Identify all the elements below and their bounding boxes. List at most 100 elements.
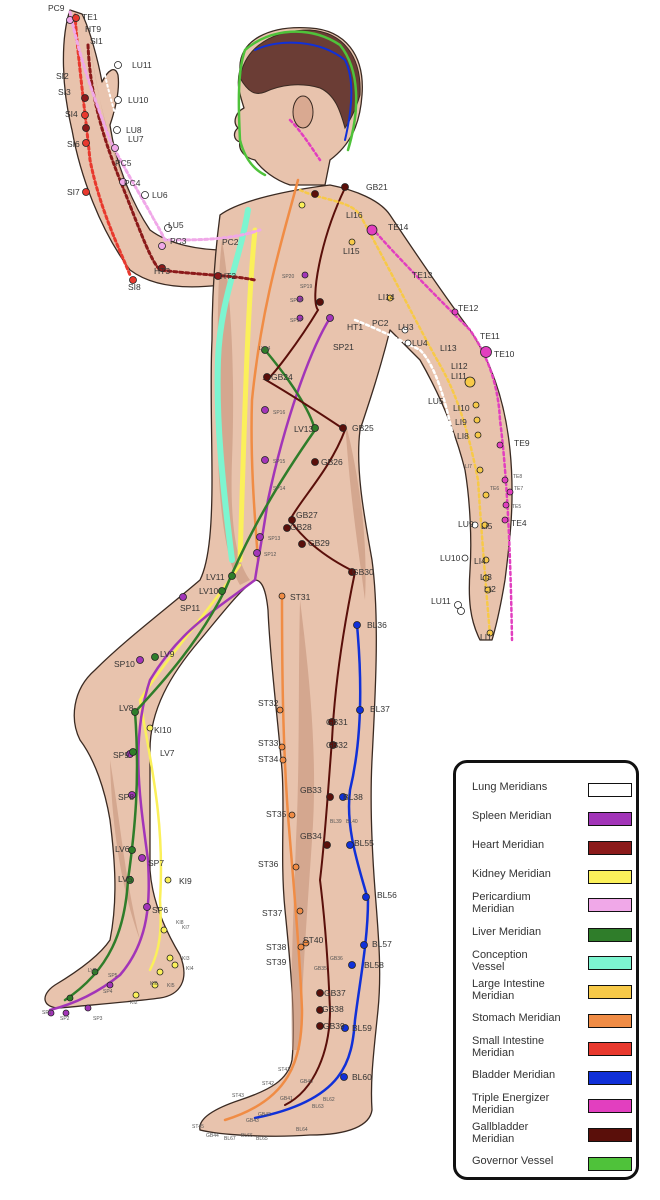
label-lv6: LV6: [115, 844, 130, 854]
label-sp6: SP6: [152, 905, 168, 915]
label-lu11b: LU11: [431, 596, 451, 606]
label-gb31: GB31: [326, 717, 348, 727]
label-gb32: GB32: [326, 740, 348, 750]
label-si4: SI4: [65, 109, 78, 119]
label-st32: ST32: [258, 698, 279, 708]
stomach-line-leg: [223, 593, 304, 1122]
label-bl62: BL62: [323, 1097, 335, 1103]
label-li11: LI11: [451, 371, 467, 381]
label-si2: SI2: [56, 71, 69, 81]
lung-arm-line: [353, 318, 462, 602]
label-si1: SI1: [90, 36, 103, 46]
label-sp13: SP13: [268, 536, 280, 542]
label-sp5: SP5: [108, 973, 118, 979]
label-lu11: LU11: [132, 60, 152, 70]
label-st31: ST31: [290, 592, 311, 602]
label-li2: LI2: [484, 584, 496, 594]
legend-label: Liver Meridian: [472, 926, 542, 938]
label-gb37: GB37: [324, 988, 346, 998]
label-gb33: GB33: [300, 785, 322, 795]
raised-arm: [62, 9, 226, 288]
label-pc9: PC9: [48, 3, 65, 13]
label-sp14: SP14: [273, 486, 285, 492]
label-te11: TE11: [480, 331, 500, 341]
label-li9: LI9: [455, 417, 467, 427]
label-lv3: LV3: [88, 968, 97, 974]
legend-label: Pericardium Meridian: [472, 891, 531, 915]
legend-label: Heart Meridian: [472, 839, 545, 851]
label-bl63: BL63: [312, 1104, 324, 1110]
label-si6: SI6: [67, 139, 80, 149]
point-labels: PC9 TE1 HT9 SI1 SI2 SI3 SI4 SI6 SI7 SI8 …: [42, 3, 530, 1142]
label-pc2b: PC2: [372, 318, 389, 328]
label-lv8: LV8: [119, 703, 134, 713]
label-st33: ST33: [258, 738, 279, 748]
label-li7: LI7: [465, 464, 472, 470]
label-st34: ST34: [258, 754, 279, 764]
label-te8: TE8: [513, 474, 522, 480]
legend-swatch: [588, 1128, 632, 1142]
label-li15: LI15: [343, 246, 360, 256]
label-bl65: BL65: [256, 1136, 268, 1142]
label-lu10: LU10: [128, 95, 149, 105]
label-lu8: LU8: [126, 125, 142, 135]
label-st37: ST37: [262, 908, 283, 918]
label-lu5b: LU5: [428, 396, 444, 406]
label-gb38: GB38: [322, 1004, 344, 1014]
label-gb39: GB39: [323, 1021, 345, 1031]
label-li10: LI10: [453, 403, 470, 413]
label-pc2: PC2: [222, 237, 239, 247]
label-sp8: SP8: [118, 792, 134, 802]
label-sp21: SP21: [333, 342, 354, 352]
label-st43: ST43: [232, 1093, 244, 1099]
large-intestine-line: [298, 188, 492, 637]
label-st35: ST35: [266, 809, 287, 819]
legend-label: Kidney Meridian: [472, 868, 551, 880]
label-pc4: PC4: [124, 178, 141, 188]
label-sp16: SP16: [273, 410, 285, 416]
label-si3: SI3: [58, 87, 71, 97]
label-sp19: SP19: [300, 284, 312, 290]
label-ht3: HT3: [154, 266, 170, 276]
label-sp11: SP11: [180, 603, 200, 613]
label-bl59: BL59: [352, 1023, 372, 1033]
label-gb25: GB25: [352, 423, 374, 433]
label-sp15: SP15: [273, 459, 285, 465]
label-gb27: GB27: [296, 510, 318, 520]
label-lu6: LU6: [152, 190, 168, 200]
label-lu7: LU7: [128, 134, 144, 144]
ear: [292, 95, 314, 129]
label-gb43: GB43: [246, 1118, 259, 1124]
label-lu4: LU4: [412, 338, 428, 348]
label-lu10b: LU10: [440, 553, 461, 563]
label-st41: ST41: [278, 1067, 290, 1073]
spleen-line-leg: [48, 578, 257, 1012]
conception-vessel-line: [214, 207, 251, 563]
label-lu5: LU5: [168, 220, 184, 230]
label-te1: TE1: [82, 12, 98, 22]
legend-swatch: [588, 783, 632, 797]
label-lv9: LV9: [160, 649, 175, 659]
legend-label: Small Intestine Meridian: [472, 1035, 545, 1059]
label-te5: TE5: [512, 504, 521, 510]
label-st42: ST42: [262, 1081, 274, 1087]
pericardium-line: [68, 10, 262, 242]
label-gb28: GB28: [290, 522, 312, 532]
label-gb21: GB21: [366, 182, 388, 192]
label-bl40: BL40: [346, 819, 358, 825]
label-sp1: SP1: [42, 1010, 52, 1016]
meridian-legend: Lung Meridians Spleen Meridian Heart Mer…: [453, 760, 639, 1180]
legend-swatch: [588, 1071, 632, 1085]
label-gb26: GB26: [321, 457, 343, 467]
label-li8: LI8: [457, 431, 469, 441]
label-ki8: KI8: [176, 920, 184, 926]
label-te13: TE13: [412, 270, 433, 280]
label-sp9: SP9: [113, 750, 129, 760]
label-bl56: BL56: [377, 890, 397, 900]
label-bl55: BL55: [354, 838, 374, 848]
label-bl58: BL58: [364, 960, 384, 970]
label-ki3: KI3: [182, 956, 190, 962]
label-te12: TE12: [458, 303, 479, 313]
label-lv11: LV11: [206, 572, 225, 582]
